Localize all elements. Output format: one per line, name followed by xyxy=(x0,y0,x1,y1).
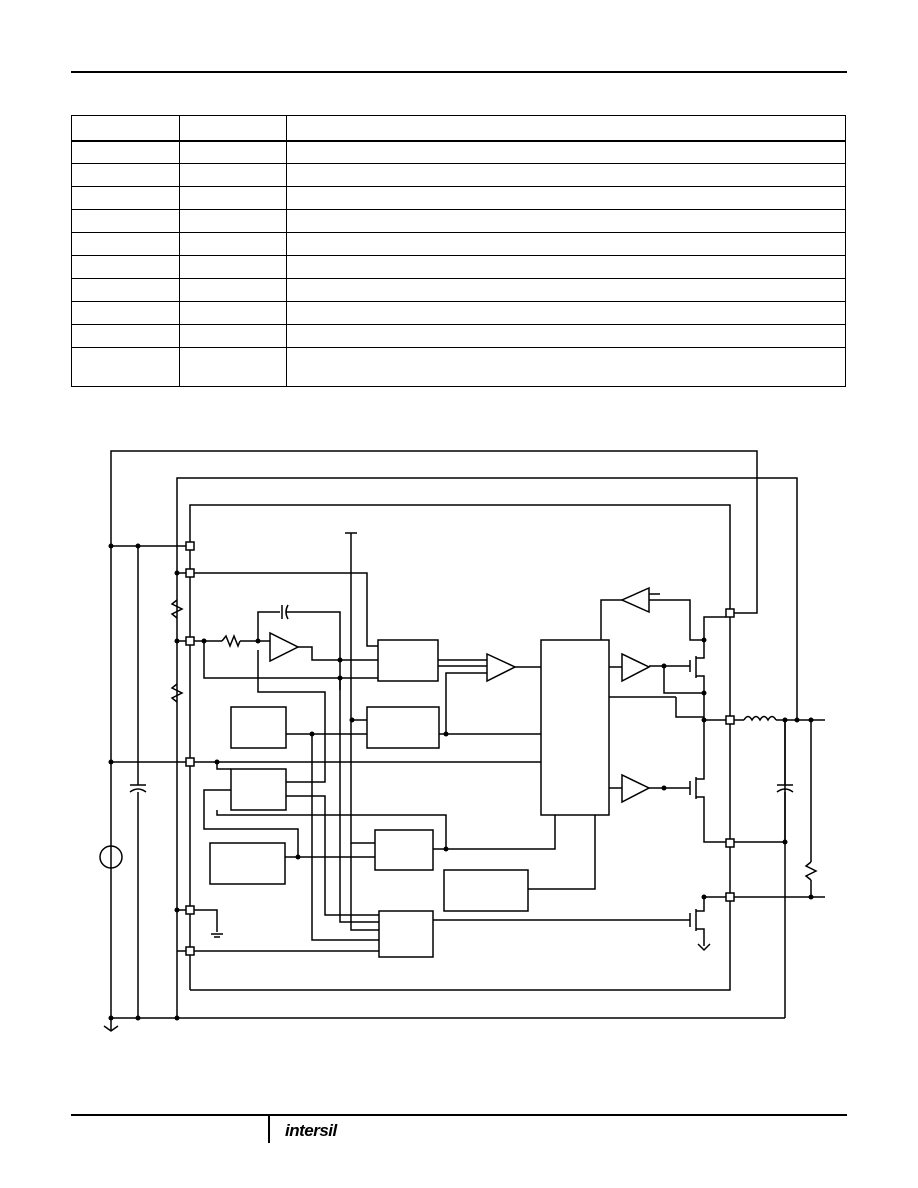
table-cell xyxy=(179,255,287,279)
table-row xyxy=(71,163,846,187)
column-header xyxy=(179,115,287,142)
table-header-row xyxy=(71,115,846,142)
table-cell xyxy=(71,209,180,233)
table-cell xyxy=(286,163,846,187)
table-cell xyxy=(286,209,846,233)
intersil-logo: intersil xyxy=(285,1121,337,1140)
oscillator-block xyxy=(366,706,440,749)
table-cell xyxy=(71,232,180,256)
footer-divider xyxy=(268,1116,270,1143)
header-rule xyxy=(71,71,847,73)
table-cell xyxy=(71,324,180,348)
table-cell xyxy=(71,278,180,302)
soft-start-block xyxy=(230,768,287,811)
table-cell xyxy=(286,232,846,256)
table-cell xyxy=(286,255,846,279)
table-cell xyxy=(179,163,287,187)
table-cell xyxy=(179,140,287,164)
control-logic-block xyxy=(540,639,610,816)
function-blocks xyxy=(209,639,610,958)
reference-block xyxy=(230,706,287,749)
voltage-source-icon xyxy=(99,845,123,869)
column-header xyxy=(71,115,180,142)
pin-description-table xyxy=(71,115,846,387)
frame-wires xyxy=(103,450,798,1032)
table-row xyxy=(71,186,846,210)
table-cell xyxy=(286,301,846,325)
table-cell xyxy=(179,186,287,210)
internal-wires xyxy=(194,532,596,952)
footer-rule xyxy=(71,1114,847,1116)
table-cell xyxy=(179,347,287,387)
table-cell xyxy=(179,324,287,348)
table-row xyxy=(71,232,846,256)
table-row xyxy=(71,324,846,348)
power-good-block xyxy=(378,910,434,958)
table-cell xyxy=(71,301,180,325)
table-cell xyxy=(71,255,180,279)
monitor-block xyxy=(374,829,434,871)
table-row xyxy=(71,347,846,387)
pin-terminals xyxy=(185,541,735,956)
table-cell xyxy=(179,301,287,325)
table-row xyxy=(71,278,846,302)
table-cell xyxy=(71,347,180,387)
junction-dots xyxy=(108,543,814,1021)
table-row xyxy=(71,301,846,325)
table-cell xyxy=(71,163,180,187)
table-cell xyxy=(286,347,846,387)
table-cell xyxy=(179,232,287,256)
table-row xyxy=(71,255,846,279)
pwm-comparator-block xyxy=(377,639,439,682)
output-stage xyxy=(433,586,726,952)
bias-block xyxy=(209,842,286,885)
column-header xyxy=(286,115,846,142)
block-diagram xyxy=(99,450,825,1032)
table-cell xyxy=(71,186,180,210)
table-cell xyxy=(179,209,287,233)
table-cell xyxy=(286,324,846,348)
error-amplifier xyxy=(194,604,378,783)
overcurrent-block xyxy=(443,869,529,912)
output-filter xyxy=(734,715,825,898)
table-cell xyxy=(286,186,846,210)
table-row xyxy=(71,140,846,164)
table-row xyxy=(71,209,846,233)
table-cell xyxy=(179,278,287,302)
table-cell xyxy=(71,140,180,164)
table-cell xyxy=(286,278,846,302)
table-cell xyxy=(286,140,846,164)
